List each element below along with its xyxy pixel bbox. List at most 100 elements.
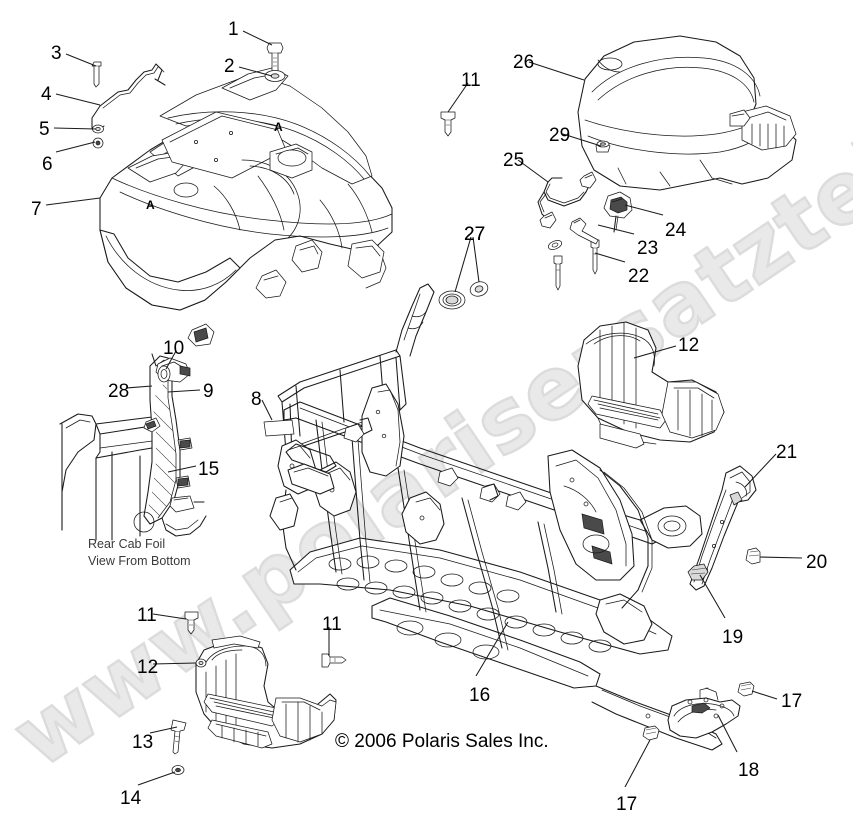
part-20-bolt <box>745 547 761 565</box>
leader-line-3 <box>65 53 97 67</box>
callout-23: 23 <box>637 238 659 259</box>
callout-17: 17 <box>616 794 638 815</box>
part-18-bracket <box>667 687 741 739</box>
leader-line-12 <box>152 662 197 665</box>
callout-12: 12 <box>137 657 159 678</box>
leader-line-7 <box>45 197 101 206</box>
part-8-label <box>263 419 295 437</box>
callout-8: 8 <box>251 389 262 410</box>
leader-line-1 <box>242 30 273 46</box>
part-26-seat <box>577 35 797 191</box>
leader-line-23 <box>597 224 635 235</box>
leader-line-18 <box>717 714 738 753</box>
part-14-nut <box>171 765 185 775</box>
part-19-nut <box>687 563 709 581</box>
part-10-bracket-float <box>187 323 215 347</box>
leader-line-5 <box>53 127 97 130</box>
leader-lines <box>45 30 803 788</box>
part-3-pin <box>91 61 102 88</box>
part-13-screw <box>170 719 187 755</box>
callout-11: 11 <box>461 70 481 91</box>
callout-26: 26 <box>513 52 535 73</box>
part-11-rivets <box>184 111 456 668</box>
leader-line-24 <box>624 204 664 216</box>
leader-line-28 <box>125 385 153 389</box>
callout-13: 13 <box>132 732 154 753</box>
part-15-rear-cab-foil <box>59 353 207 541</box>
leader-line-11 <box>152 613 187 620</box>
leader-line-14 <box>137 771 176 786</box>
callout-12: 12 <box>678 335 700 356</box>
copyright-text: © 2006 Polaris Sales Inc. <box>335 731 549 752</box>
callout-21: 21 <box>776 442 798 463</box>
part-4-latch-rod <box>91 63 166 133</box>
callout-29: 29 <box>549 125 571 146</box>
section-mark-a: A <box>146 198 155 212</box>
part-12-footwell-right <box>577 321 725 449</box>
leader-line-22 <box>594 252 626 263</box>
part-6-nut <box>92 137 104 149</box>
leader-line-10 <box>165 350 177 370</box>
note-line-1: Rear Cab Foil <box>88 537 166 551</box>
leader-line-19 <box>699 574 726 619</box>
leader-line-15 <box>167 465 197 473</box>
leader-line-25 <box>517 159 549 183</box>
callout-20: 20 <box>806 552 828 573</box>
callout-10: 10 <box>163 338 185 359</box>
callout-24: 24 <box>665 220 687 241</box>
callout-18: 18 <box>738 760 760 781</box>
leader-line-9 <box>167 389 201 393</box>
leader-line-26 <box>528 61 585 81</box>
section-mark-a: A <box>274 120 283 134</box>
leader-line-13 <box>149 726 178 734</box>
leader-line-20 <box>759 556 803 559</box>
leader-line-27 <box>454 236 472 293</box>
leader-line-11 <box>447 82 469 113</box>
leader-line-21 <box>744 453 777 488</box>
part-17-screws <box>642 681 755 741</box>
part-25-latch-rod <box>537 171 597 229</box>
part-22-pins <box>553 239 600 291</box>
part-16-main-frame <box>269 283 723 751</box>
callout-27: 27 <box>464 224 486 245</box>
leader-line-16 <box>475 621 509 677</box>
part-27-grommets <box>438 281 489 310</box>
callout-3: 3 <box>51 43 62 64</box>
leader-line-4 <box>55 93 101 106</box>
callout-16: 16 <box>469 685 491 706</box>
part-2-washer <box>264 70 286 82</box>
callout-11: 11 <box>322 614 342 635</box>
callout-17: 17 <box>781 691 803 712</box>
part-12-footwell-left <box>195 635 337 749</box>
note-line-2: View From Bottom <box>88 553 191 568</box>
leader-line-29 <box>562 133 602 147</box>
callout-28: 28 <box>108 381 130 402</box>
callout-7: 7 <box>31 199 42 220</box>
callout-22: 22 <box>628 266 650 287</box>
callout-5: 5 <box>39 119 50 140</box>
leader-line-6 <box>55 141 96 153</box>
callout-2: 2 <box>224 56 235 77</box>
leader-line-2 <box>238 66 273 77</box>
part-24-latch-catch <box>603 191 633 233</box>
callout-25: 25 <box>503 150 525 171</box>
leader-line-17 <box>624 739 651 788</box>
callout-1: 1 <box>228 19 239 40</box>
callout-27: 27 <box>464 224 486 245</box>
part-rear-cab-body <box>99 67 393 311</box>
callout-15: 15 <box>198 459 220 480</box>
part-29-bumper <box>595 140 611 153</box>
callout-11: 11 <box>137 605 157 626</box>
callout-19: 19 <box>722 627 744 648</box>
callout-14: 14 <box>120 788 142 809</box>
part-23-link-rod <box>547 217 599 250</box>
leader-line-12 <box>633 345 677 359</box>
callout-6: 6 <box>42 154 53 175</box>
leader-line-17 <box>751 690 778 700</box>
leader-line-8 <box>261 399 273 421</box>
callout-4: 4 <box>41 84 52 105</box>
callout-9: 9 <box>203 381 214 402</box>
